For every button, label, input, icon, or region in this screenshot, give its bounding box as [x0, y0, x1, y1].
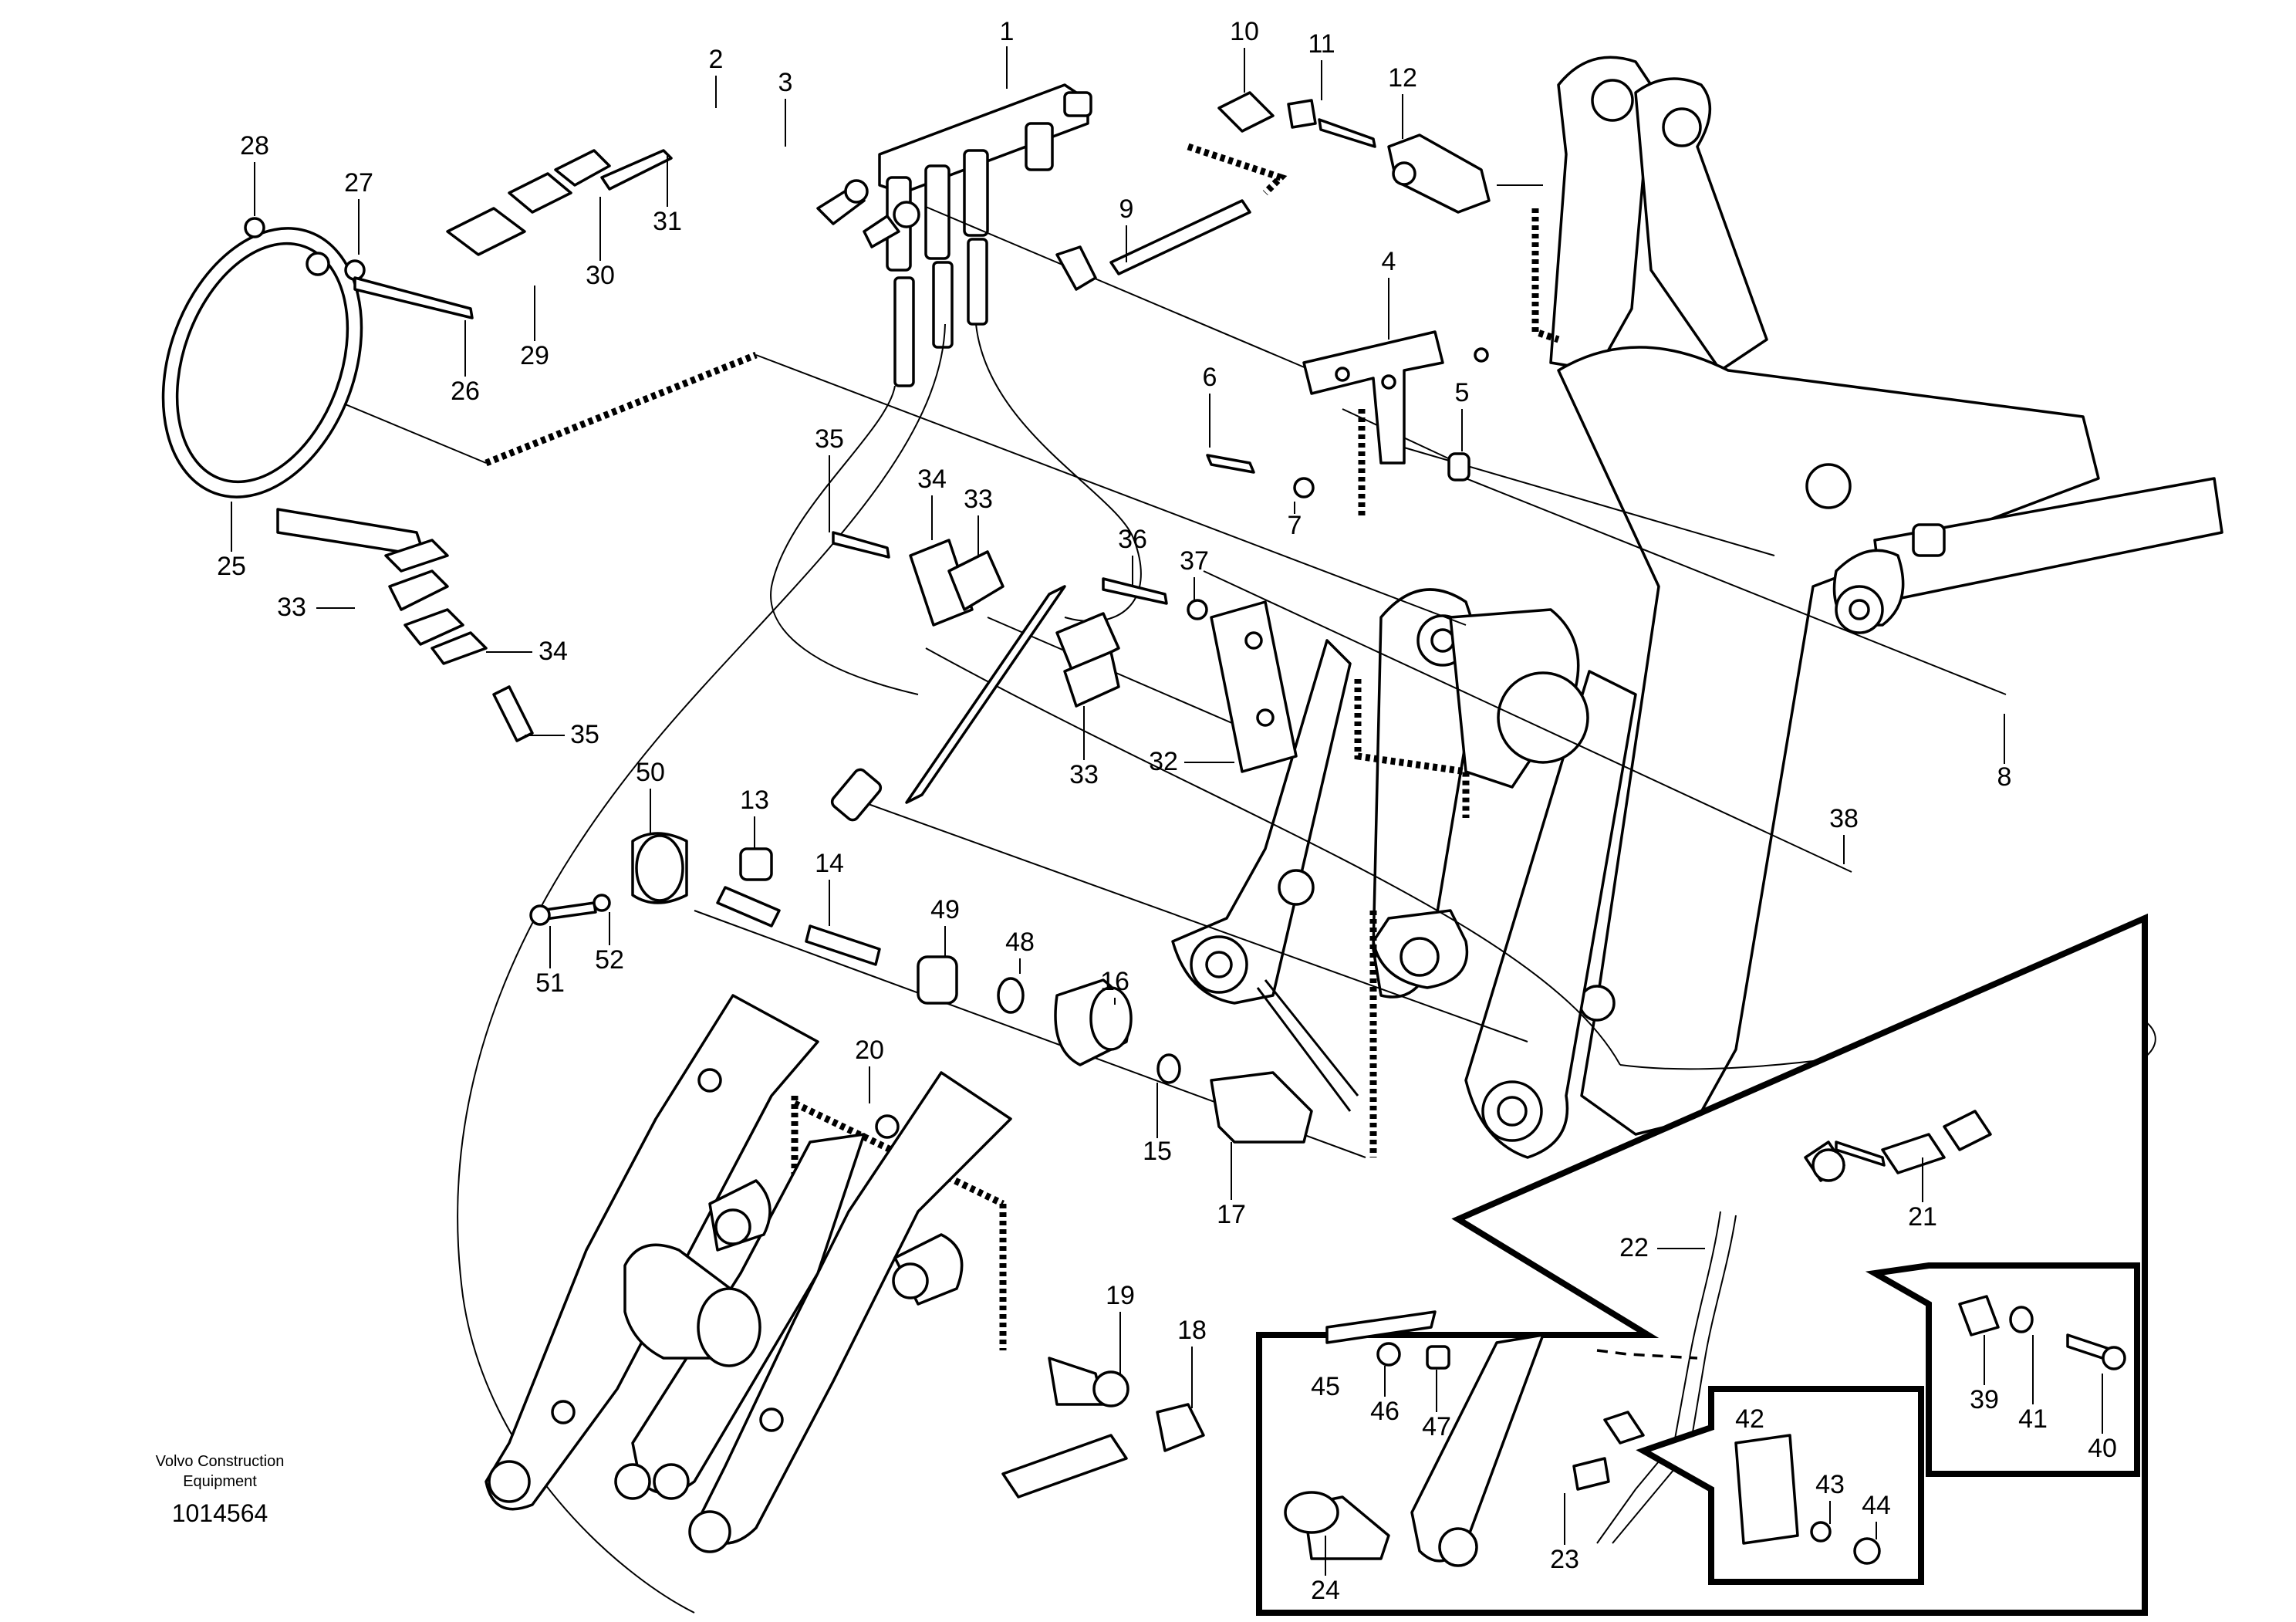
callout-45: 45: [1311, 1372, 1340, 1401]
lift-arm-assembly: [1171, 56, 2223, 1159]
callout-46: 46: [1370, 1397, 1400, 1426]
callout-34-left: 34: [539, 637, 568, 666]
callout-41: 41: [2018, 1404, 2048, 1434]
brand-line-1: Volvo Construction: [156, 1453, 285, 1470]
upper-fittings: [1055, 91, 1491, 291]
inset-detail: [1256, 913, 2148, 1616]
caption-block: Volvo Construction Equipment 1014564: [156, 1453, 285, 1527]
mid-brackets: [830, 330, 1489, 822]
callout-40: 40: [2088, 1434, 2117, 1463]
callout-12: 12: [1388, 63, 1417, 93]
callout-43: 43: [1815, 1470, 1845, 1499]
callout-33-upper: 33: [964, 485, 993, 514]
callout-52: 52: [595, 945, 624, 975]
callout-49: 49: [930, 895, 960, 924]
callout-labels: 1 2 3 4 5 6 7 8 9 10 11 12 13 14 15 16 1…: [217, 17, 2117, 1605]
lower-fittings: [529, 832, 1313, 1499]
callout-18: 18: [1177, 1316, 1207, 1345]
callout-38: 38: [1829, 804, 1859, 833]
callout-30: 30: [586, 261, 615, 290]
callout-1: 1: [1000, 17, 1015, 46]
callout-10: 10: [1230, 17, 1259, 46]
callout-47: 47: [1422, 1412, 1451, 1441]
callout-24: 24: [1311, 1576, 1340, 1605]
callout-42: 42: [1735, 1404, 1764, 1434]
callout-16: 16: [1100, 967, 1129, 996]
distribution-block: [816, 83, 1092, 387]
callout-50: 50: [636, 758, 665, 787]
callout-20: 20: [855, 1036, 884, 1065]
drawing-number: 1014564: [172, 1499, 268, 1527]
callout-6: 6: [1203, 363, 1217, 392]
callout-2: 2: [709, 45, 724, 74]
callout-33-lower: 33: [1069, 760, 1099, 789]
callout-3: 3: [778, 68, 793, 97]
callout-11: 11: [1308, 29, 1335, 59]
callout-17: 17: [1217, 1200, 1246, 1229]
lower-arm-detail: [485, 994, 1012, 1553]
brand-line-2: Equipment: [183, 1473, 257, 1490]
callout-31: 31: [653, 207, 682, 236]
callout-37: 37: [1180, 546, 1209, 576]
callout-51: 51: [535, 968, 565, 998]
callout-13: 13: [740, 786, 769, 815]
callout-23: 23: [1550, 1545, 1579, 1574]
callout-39: 39: [1970, 1385, 1999, 1414]
leader-lines: [208, 184, 2007, 1158]
callout-5: 5: [1455, 378, 1470, 407]
callout-33-left: 33: [277, 593, 306, 622]
callout-34-upper: 34: [917, 465, 947, 494]
callout-44: 44: [1862, 1491, 1891, 1520]
callout-25: 25: [217, 552, 246, 581]
callout-22: 22: [1619, 1233, 1649, 1262]
callout-48: 48: [1005, 928, 1035, 957]
callout-21: 21: [1908, 1202, 1937, 1232]
callout-32: 32: [1149, 747, 1178, 776]
callout-7: 7: [1288, 511, 1302, 540]
callout-9: 9: [1119, 194, 1134, 224]
callout-35-left: 35: [570, 720, 599, 749]
callout-26: 26: [451, 377, 480, 406]
dashed-links: [485, 143, 1560, 1350]
callout-4: 4: [1382, 247, 1396, 276]
callout-14: 14: [815, 849, 844, 878]
callout-19: 19: [1106, 1281, 1135, 1310]
callout-28: 28: [240, 131, 269, 161]
callout-8: 8: [1997, 762, 2012, 792]
callout-35-upper: 35: [815, 424, 844, 454]
callout-15: 15: [1143, 1137, 1172, 1166]
callout-36: 36: [1118, 525, 1147, 554]
callout-29: 29: [520, 341, 549, 370]
hose-clamp-assembly: [161, 149, 673, 742]
callout-27: 27: [344, 168, 373, 198]
